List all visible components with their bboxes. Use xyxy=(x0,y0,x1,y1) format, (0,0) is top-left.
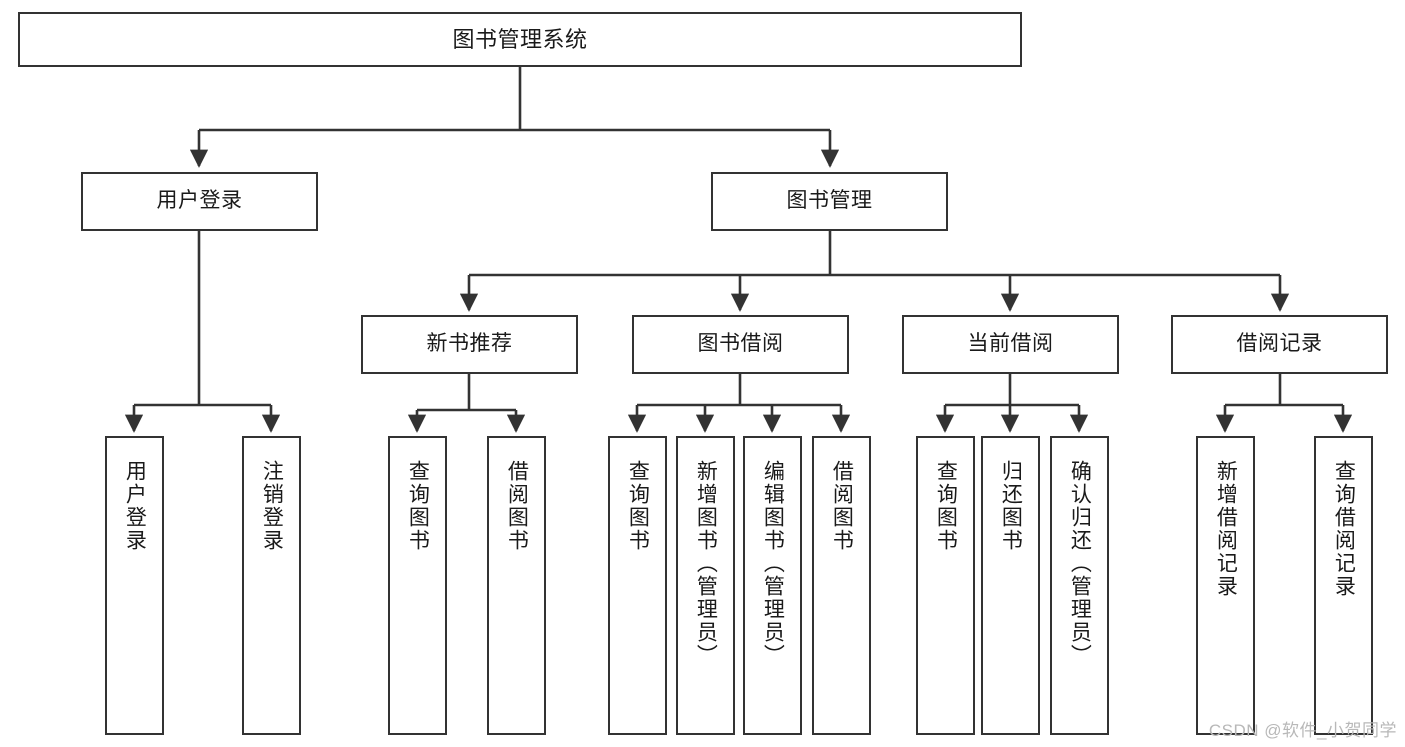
node-borrow-record[interactable]: 借阅记录 xyxy=(1171,315,1388,374)
node-book-management-label: 图书管理 xyxy=(786,189,873,213)
leaf-newbook-borrow-book-label: 借阅图书 xyxy=(505,460,529,552)
leaf-borrow-add-book[interactable]: 新增图书（管理员） xyxy=(676,436,735,735)
node-book-borrow[interactable]: 图书借阅 xyxy=(632,315,849,374)
leaf-user-logout[interactable]: 注销登录 xyxy=(242,436,301,735)
leaf-borrow-borrow-book-label: 借阅图书 xyxy=(830,460,854,552)
leaf-current-return-book[interactable]: 归还图书 xyxy=(981,436,1040,735)
leaf-borrow-edit-book[interactable]: 编辑图书（管理员） xyxy=(743,436,802,735)
node-new-book-recommend[interactable]: 新书推荐 xyxy=(361,315,578,374)
node-current-borrow-label: 当前借阅 xyxy=(967,332,1054,356)
node-borrow-record-label: 借阅记录 xyxy=(1236,332,1323,356)
leaf-current-return-book-label: 归还图书 xyxy=(999,460,1023,552)
leaf-record-add[interactable]: 新增借阅记录 xyxy=(1196,436,1255,735)
leaf-record-add-label: 新增借阅记录 xyxy=(1214,460,1238,598)
node-book-borrow-label: 图书借阅 xyxy=(697,332,784,356)
leaf-current-confirm-return[interactable]: 确认归还（管理员） xyxy=(1050,436,1109,735)
node-user-login[interactable]: 用户登录 xyxy=(81,172,318,231)
leaf-user-login-label: 用户登录 xyxy=(123,460,147,552)
node-root-label: 图书管理系统 xyxy=(452,26,588,52)
leaf-newbook-borrow-book[interactable]: 借阅图书 xyxy=(487,436,546,735)
leaf-record-query[interactable]: 查询借阅记录 xyxy=(1314,436,1373,735)
leaf-newbook-query-book-label: 查询图书 xyxy=(406,460,430,552)
node-user-login-label: 用户登录 xyxy=(156,189,243,213)
leaf-borrow-edit-book-label: 编辑图书（管理员） xyxy=(761,460,785,667)
node-root[interactable]: 图书管理系统 xyxy=(18,12,1022,67)
node-current-borrow[interactable]: 当前借阅 xyxy=(902,315,1119,374)
node-new-book-recommend-label: 新书推荐 xyxy=(426,332,513,356)
leaf-newbook-query-book[interactable]: 查询图书 xyxy=(388,436,447,735)
leaf-borrow-borrow-book[interactable]: 借阅图书 xyxy=(812,436,871,735)
csdn-watermark: CSDN @软件_小贺同学 xyxy=(1208,721,1397,740)
leaf-borrow-add-book-label: 新增图书（管理员） xyxy=(694,460,718,667)
leaf-record-query-label: 查询借阅记录 xyxy=(1332,460,1356,598)
leaf-user-logout-label: 注销登录 xyxy=(260,460,284,552)
leaf-borrow-query-book[interactable]: 查询图书 xyxy=(608,436,667,735)
leaf-borrow-query-book-label: 查询图书 xyxy=(626,460,650,552)
leaf-current-query-book-label: 查询图书 xyxy=(934,460,958,552)
leaf-current-confirm-return-label: 确认归还（管理员） xyxy=(1068,460,1092,667)
leaf-current-query-book[interactable]: 查询图书 xyxy=(916,436,975,735)
node-book-management[interactable]: 图书管理 xyxy=(711,172,948,231)
leaf-user-login[interactable]: 用户登录 xyxy=(105,436,164,735)
